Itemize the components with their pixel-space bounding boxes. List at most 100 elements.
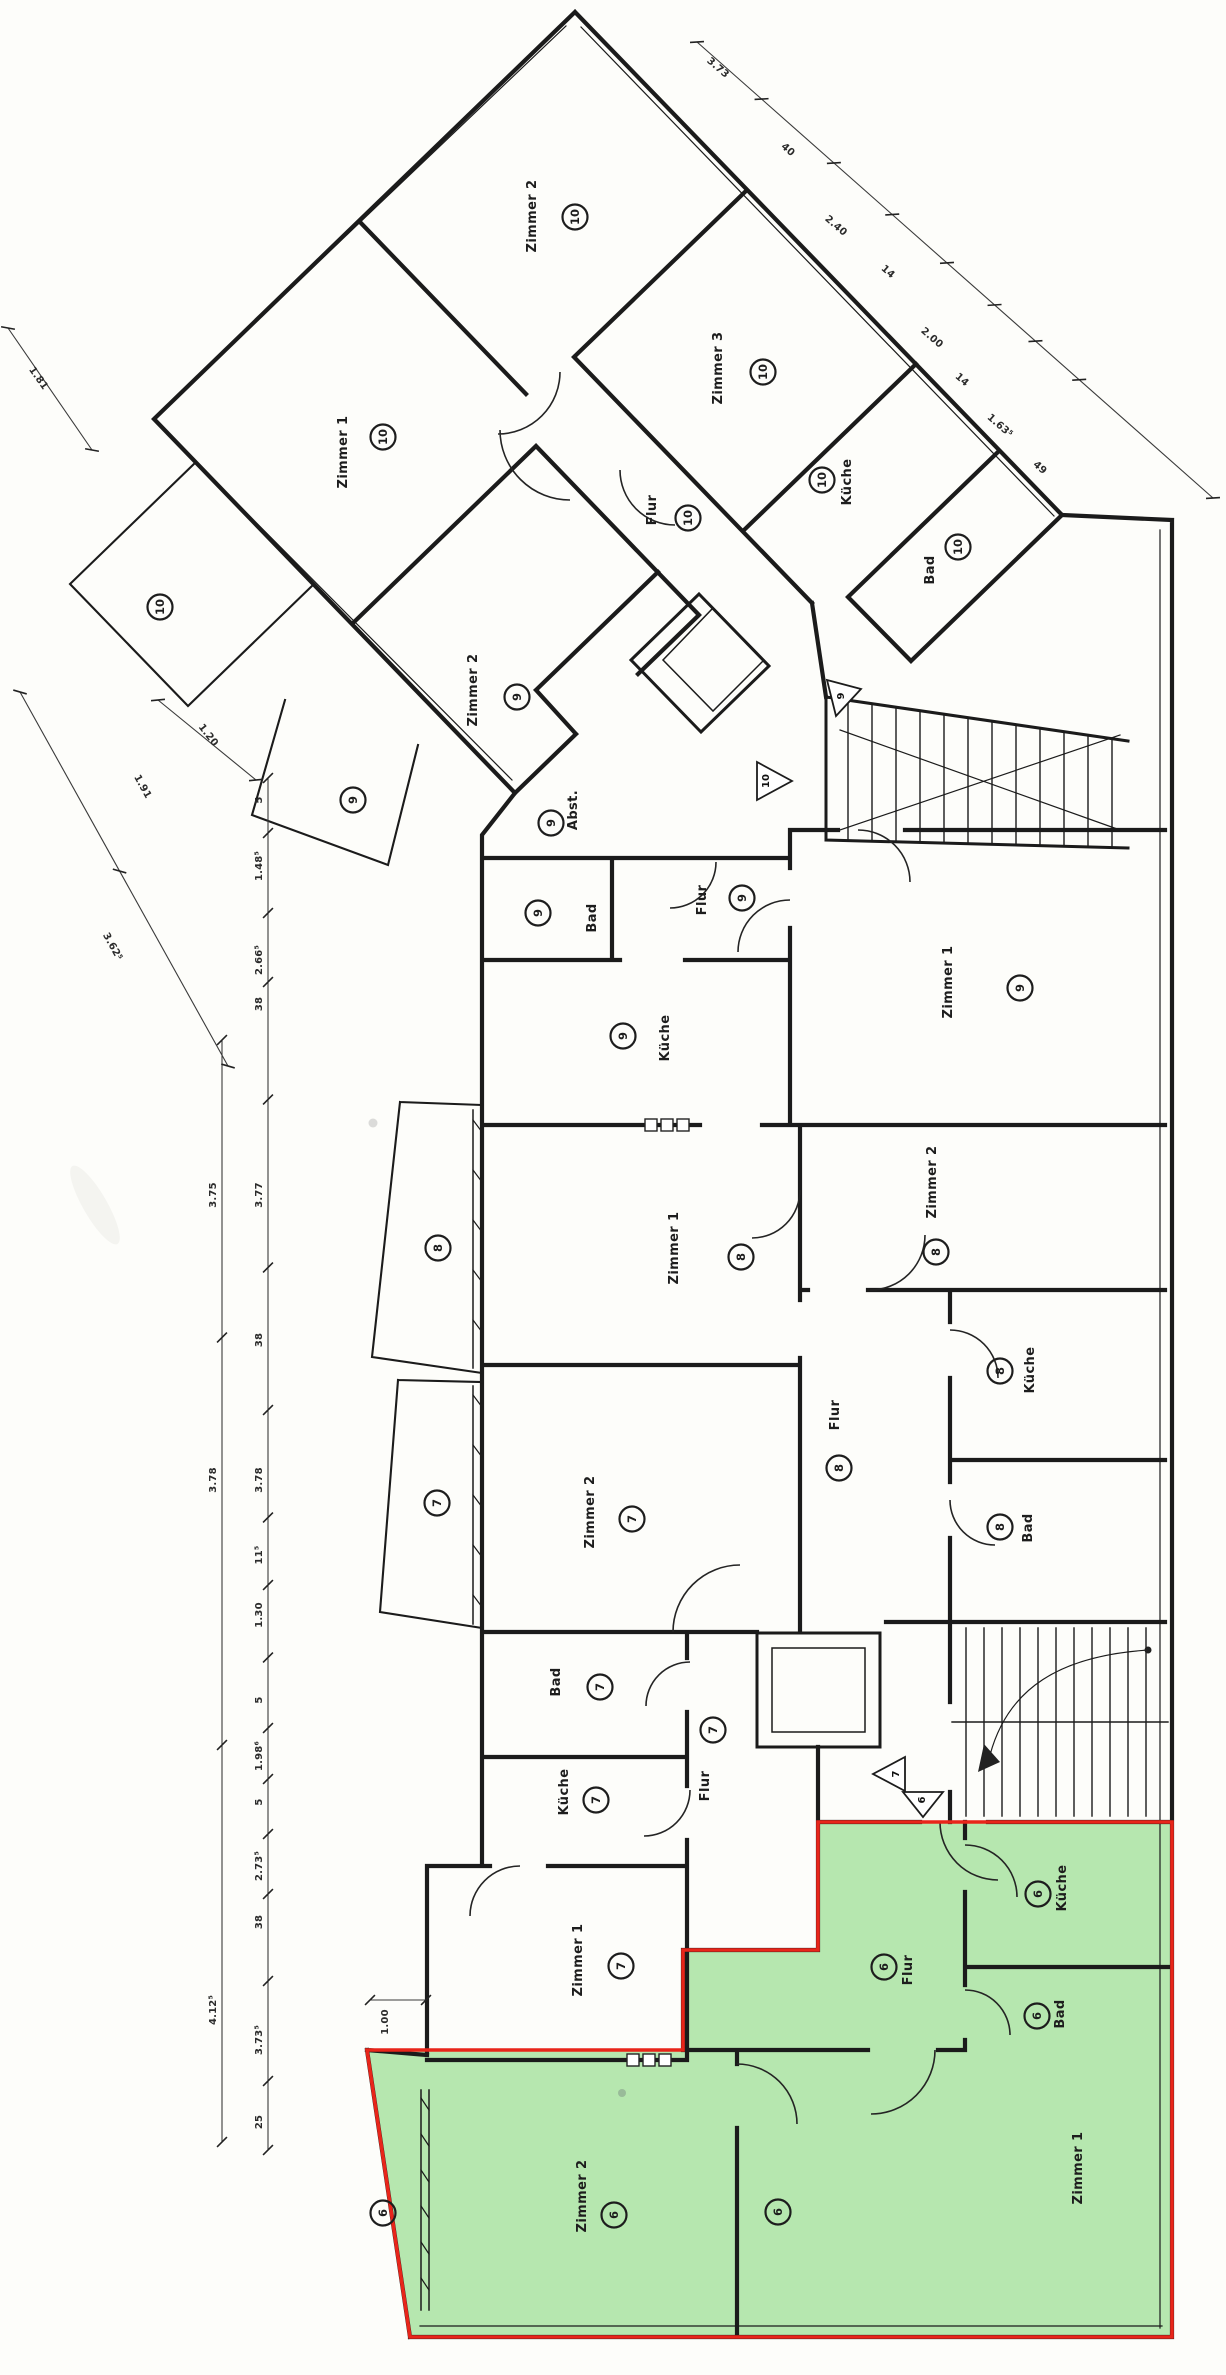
room-label: Abst. <box>566 790 581 830</box>
dimension-label: 1.30 <box>254 1602 265 1627</box>
unit-badge-number: 6 <box>771 2208 785 2216</box>
scan-smudges <box>70 1118 626 2097</box>
entrance-triangle-number: 7 <box>891 1770 902 1777</box>
balcony-unit-number: 10 <box>153 599 167 615</box>
dimension-label: 1.48⁵ <box>254 851 265 881</box>
balcony-unit-badge <box>369 2199 397 2227</box>
entrance-triangle-number: 9 <box>836 692 847 699</box>
stairs-walkline-dot <box>1144 1646 1152 1654</box>
highlighted-apartment-area <box>367 1822 1172 2337</box>
unit-badge-circle <box>1024 1880 1052 1908</box>
dimension-label: 49 <box>1031 459 1049 477</box>
unit-badge-circle <box>618 1505 646 1533</box>
unit-badge-circle <box>764 2198 792 2226</box>
dimension-label: 38 <box>254 1333 265 1347</box>
unit-badge-number: 10 <box>756 364 770 380</box>
room-label: Küche <box>1023 1347 1038 1394</box>
room-label: Küche <box>840 459 855 506</box>
walls-rotated-wing <box>151 9 1065 796</box>
dimension-label: 3.77 <box>254 1182 265 1207</box>
balcony-unit-badge <box>339 786 367 814</box>
room-label: Flur <box>698 1771 713 1802</box>
unit-badge-number: 7 <box>593 1683 607 1691</box>
unit-badge-number: 7 <box>625 1515 639 1523</box>
dimension-label: 5 <box>254 1696 265 1703</box>
dimension-label: 5 <box>254 1798 265 1805</box>
walls-orthogonal-wing <box>364 512 1175 2340</box>
dimension-label: 1.20 <box>196 722 220 749</box>
stairs-lower-treads <box>951 1627 1169 1817</box>
unit-badge-number: 10 <box>951 539 965 555</box>
entrance-triangle <box>825 678 863 718</box>
unit-badge-number: 7 <box>706 1726 720 1734</box>
unit-badge-circle <box>727 1243 755 1271</box>
dimension-label: 1.91 <box>131 773 153 801</box>
room-label: Zimmer 1 <box>941 946 956 1019</box>
unit-badge-circle <box>586 1673 614 1701</box>
unit-badge-number: 6 <box>607 2211 621 2219</box>
stairs-upper-treads <box>847 699 1113 848</box>
unit-badge-circle <box>986 1357 1014 1385</box>
room-label: Zimmer 1 <box>1071 2132 1086 2205</box>
balcony-rims <box>68 460 484 1630</box>
unit-badge-circle <box>728 884 756 912</box>
unit-badge-circle <box>503 683 531 711</box>
unit-badge-number: 9 <box>616 1032 630 1040</box>
balcony-unit-badge <box>424 1234 452 1262</box>
room-label: Bad <box>549 1667 564 1696</box>
unit-badge-number: 8 <box>993 1367 1007 1375</box>
room-label: Küche <box>658 1015 673 1062</box>
unit-badge-number: 9 <box>510 693 524 701</box>
unit-badge-circle <box>870 1953 898 1981</box>
unit-badge-number: 9 <box>1013 984 1027 992</box>
unit-badge-number: 7 <box>589 1796 603 1804</box>
unit-badge-number: 9 <box>531 909 545 917</box>
unit-badge-number: 9 <box>735 894 749 902</box>
entrance-triangle-number: 10 <box>761 774 772 788</box>
unit-badge-number: 8 <box>734 1253 748 1261</box>
unit-badge-circle <box>922 1238 950 1266</box>
dimension-label: 2.00 <box>918 326 944 351</box>
unit-badge-circle <box>537 809 565 837</box>
unit-badge-circle <box>1006 974 1034 1002</box>
unit-badge-circle <box>561 203 589 231</box>
dimension-label: 3.75 <box>208 1182 219 1207</box>
dimension-label: 3.73⁵ <box>254 2025 265 2055</box>
dimension-label: 38 <box>254 997 265 1011</box>
unit-badge-number: 7 <box>614 1962 628 1970</box>
room-label: Zimmer 2 <box>575 2160 590 2233</box>
entrance-triangle-number: 6 <box>917 1796 928 1803</box>
room-label: Zimmer 1 <box>571 1924 586 1997</box>
dimension-label: 3.73 <box>704 56 730 81</box>
room-label: Flur <box>695 885 710 916</box>
elevator-cars <box>420 606 866 2311</box>
dimension-label: 40 <box>779 141 797 159</box>
dimension-label: 2.66⁵ <box>254 945 265 975</box>
room-label: Zimmer 2 <box>525 180 540 253</box>
stairs-upper-cross <box>839 729 1121 831</box>
room-label: Zimmer 1 <box>336 416 351 489</box>
stairs-lower-walkline <box>989 1649 1149 1756</box>
room-label: Zimmer 2 <box>925 1146 940 1219</box>
highlighted-apartment-outline <box>364 1820 1174 2339</box>
unit-badge-number: 8 <box>929 1248 943 1256</box>
unit-badge-circle <box>825 1454 853 1482</box>
unit-badge-number: 10 <box>681 510 695 526</box>
unit-badge-number: 8 <box>993 1523 1007 1531</box>
dimension-label: 25 <box>254 2115 265 2129</box>
dimension-label: 4.12⁵ <box>208 1995 219 2025</box>
dimension-label: 11⁵ <box>254 1546 265 1565</box>
unit-badge-circle <box>808 466 836 494</box>
balcony-unit-number: 7 <box>430 1499 444 1507</box>
unit-badge-number: 10 <box>376 429 390 445</box>
unit-badge-circle <box>369 423 397 451</box>
elevator-and-stair-frames <box>628 591 1130 1749</box>
room-label: Zimmer 2 <box>466 654 481 727</box>
dimension-label: 3.78 <box>208 1467 219 1492</box>
unit-badge-circle <box>607 1952 635 1980</box>
unit-badge-number: 8 <box>832 1464 846 1472</box>
dimension-label: 14 <box>879 263 897 281</box>
